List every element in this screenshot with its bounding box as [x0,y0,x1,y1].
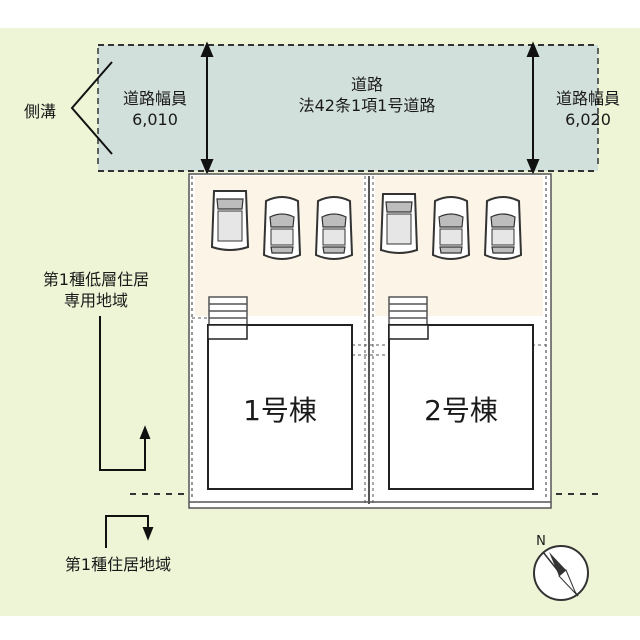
road-width-right-arrow [526,41,540,175]
road-width-left-arrow [200,41,214,175]
building-1-porch [207,324,248,340]
road-width-left-label: 道路幅員 [123,89,187,108]
gutter-pointer [70,61,113,155]
car-1-2 [263,196,301,260]
zoning-upper-line1: 第1種低層住居 [43,270,149,289]
building-1 [207,324,353,490]
road-width-right-value: 6,020 [565,110,611,129]
road-subtitle: 法42条1項1号道路 [299,96,436,115]
compass [533,545,589,601]
compass-north-label: N [536,534,546,549]
car-2-2 [432,196,470,260]
road [98,45,598,171]
fence-marks [192,317,546,356]
building-2-porch [388,324,429,340]
zoning-upper-line2: 専用地域 [64,291,128,310]
zoning-lower-label: 第1種住居地域 [65,555,171,574]
road-width-right-label: 道路幅員 [556,89,620,108]
building-2 [388,324,534,490]
car-1-1 [211,190,249,251]
building-1-label: 1号棟 [243,394,317,427]
road-title: 道路 [351,75,383,94]
car-1-3 [315,196,353,260]
zoning-leader-lines [99,316,154,548]
gutter-label: 側溝 [24,102,56,121]
road-width-left-value: 6,010 [132,110,178,129]
car-2-3 [484,196,522,260]
car-2-1 [380,193,418,254]
building-2-label: 2号棟 [424,394,498,427]
